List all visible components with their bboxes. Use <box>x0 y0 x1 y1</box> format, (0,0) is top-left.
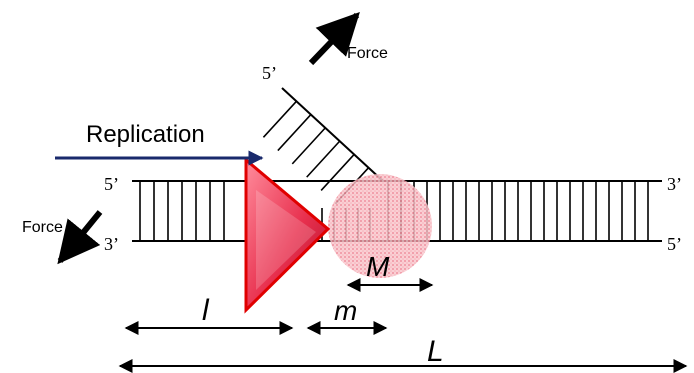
bottom-3prime-label: 3’ <box>104 234 119 254</box>
unwound-strand <box>262 87 384 205</box>
lagging-base-stub <box>262 100 298 138</box>
m-label: m <box>334 295 357 326</box>
L-label: L <box>427 335 444 368</box>
lagging-base-stub <box>277 114 312 152</box>
M-label: M <box>366 251 390 282</box>
helicase-triangle <box>244 156 331 314</box>
lagging-5prime-label: 5’ <box>262 63 277 83</box>
bottom-5prime-label: 5’ <box>667 234 682 254</box>
top-5prime-label: 5’ <box>104 174 119 194</box>
lagging-strand-bases <box>262 100 370 205</box>
force-arrow-left <box>57 210 103 265</box>
replication-label: Replication <box>86 121 205 148</box>
top-3prime-label: 3’ <box>667 174 682 194</box>
lagging-base-stub <box>306 140 341 178</box>
force-arrow-top <box>308 11 360 66</box>
l-label: l <box>202 294 210 327</box>
force-label-top: Force <box>347 45 388 62</box>
lagging-base-stub <box>291 127 326 165</box>
lagging-strand <box>281 87 384 182</box>
helicase-highlight <box>256 190 316 290</box>
fork-opening-circle <box>328 174 432 278</box>
lagging-base-stub <box>320 153 355 191</box>
force-label-left: Force <box>22 219 63 236</box>
